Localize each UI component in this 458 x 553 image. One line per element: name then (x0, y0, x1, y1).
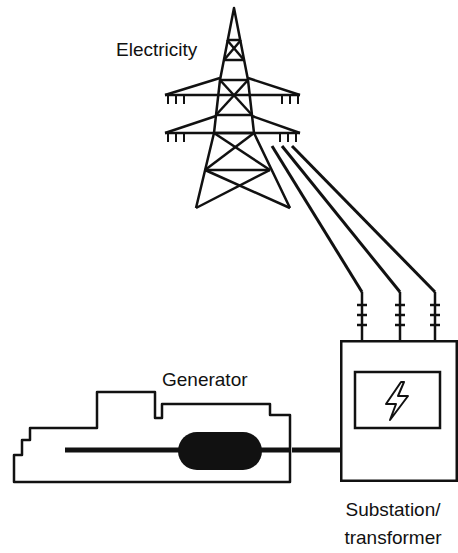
generator-body: Generator (12, 388, 294, 484)
node-label: Substation/ transformer (334, 496, 452, 552)
shaft-connector (292, 450, 341, 451)
substation-box: Substation/ transformer (340, 340, 458, 482)
substation-outline (340, 340, 458, 482)
generator-outline (12, 388, 294, 484)
part-label: Electricity (116, 36, 197, 64)
node-label: Generator (162, 366, 248, 394)
